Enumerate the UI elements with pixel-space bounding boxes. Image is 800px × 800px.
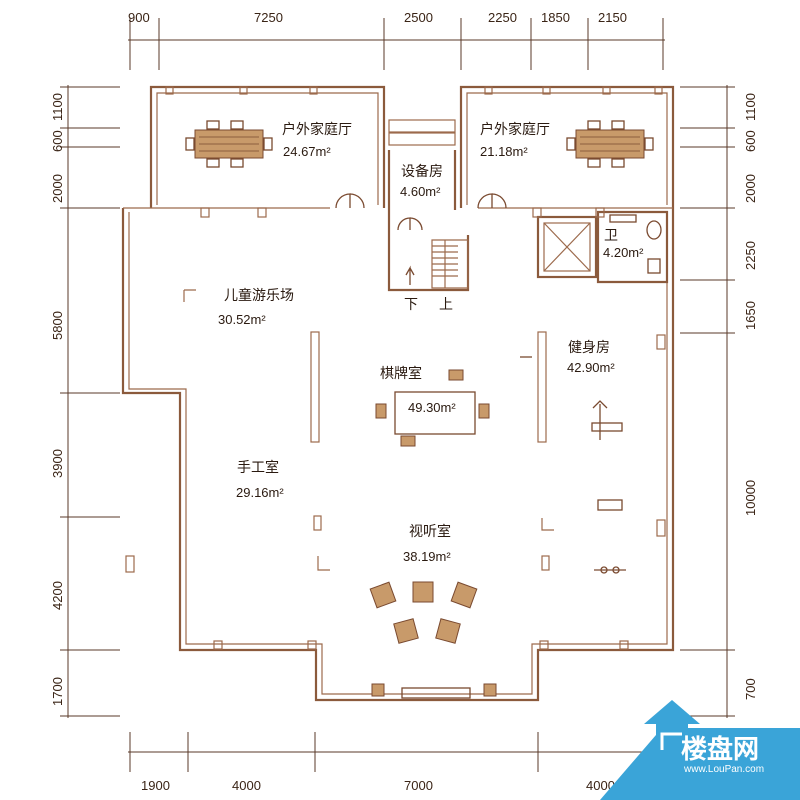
room-outdoor-left-area: 24.67m² [283,144,331,159]
watermark-brand: 楼盘网 [681,734,759,765]
dim-top-1: 900 [128,10,150,25]
room-outdoor-right-name: 户外家庭厅 [480,121,550,138]
outdoor-dining-left [185,120,273,168]
dim-right-3: 2000 [743,174,758,203]
stairs [405,239,469,289]
dim-right-4: 2250 [743,241,758,270]
room-gym-area: 42.90m² [567,360,615,375]
room-outdoor-right-area: 21.18m² [480,144,528,159]
dim-left-6: 4200 [50,581,65,610]
room-outdoor-left-name: 户外家庭厅 [282,121,352,138]
chess-table [375,369,490,447]
dim-bottom-1: 1900 [141,778,170,793]
walls [121,85,675,702]
room-equipment-area: 4.60m² [400,184,441,199]
room-gym-name: 健身房 [568,340,610,356]
room-kids-area: 30.52m² [218,312,266,327]
dim-right-2: 600 [743,130,758,152]
dim-top-4: 2250 [488,10,517,25]
dim-left-1: 1100 [50,93,65,121]
gym-equipment [520,356,626,574]
dim-left-5: 3900 [50,449,65,478]
room-chess-area: 49.30m² [408,400,456,415]
dim-left-2: 600 [50,130,65,152]
room-craft-name: 手工室 [237,459,279,476]
dim-bottom-4: 4000 [586,778,615,793]
room-craft-area: 29.16m² [236,485,284,500]
room-kids-name: 儿童游乐场 [224,287,294,304]
room-av-area: 38.19m² [403,549,451,564]
dim-top-6: 2150 [598,10,627,25]
stairs-down-label: 下 [404,297,418,313]
room-av-name: 视听室 [409,523,451,540]
dim-top-5: 1850 [541,10,570,25]
dim-bottom-2: 4000 [232,778,261,793]
room-bathroom-name: 卫 [604,228,618,244]
room-bathroom-area: 4.20m² [603,245,644,260]
bathroom-fixtures [609,214,662,274]
watermark-url: www.LouPan.com [683,764,764,775]
dim-bottom-3: 7000 [404,778,433,793]
dim-right-6: 10000 [743,480,758,516]
stairs-up-label: 上 [439,297,453,313]
dim-left-4: 5800 [50,311,65,340]
dim-right-1: 1100 [743,93,758,121]
dim-top-2: 7250 [254,10,283,25]
dim-left-3: 2000 [50,174,65,203]
dim-top-3: 2500 [404,10,433,25]
dim-right-7: 700 [743,678,758,700]
dim-right-5: 1650 [743,301,758,330]
outdoor-dining-right [566,120,654,168]
watermark-logo: 楼盘网 www.LouPan.com [600,700,800,800]
dim-left-7: 1700 [50,677,65,706]
av-seating [369,581,497,699]
room-equipment-name: 设备房 [401,163,443,180]
room-chess-name: 棋牌室 [380,365,422,382]
